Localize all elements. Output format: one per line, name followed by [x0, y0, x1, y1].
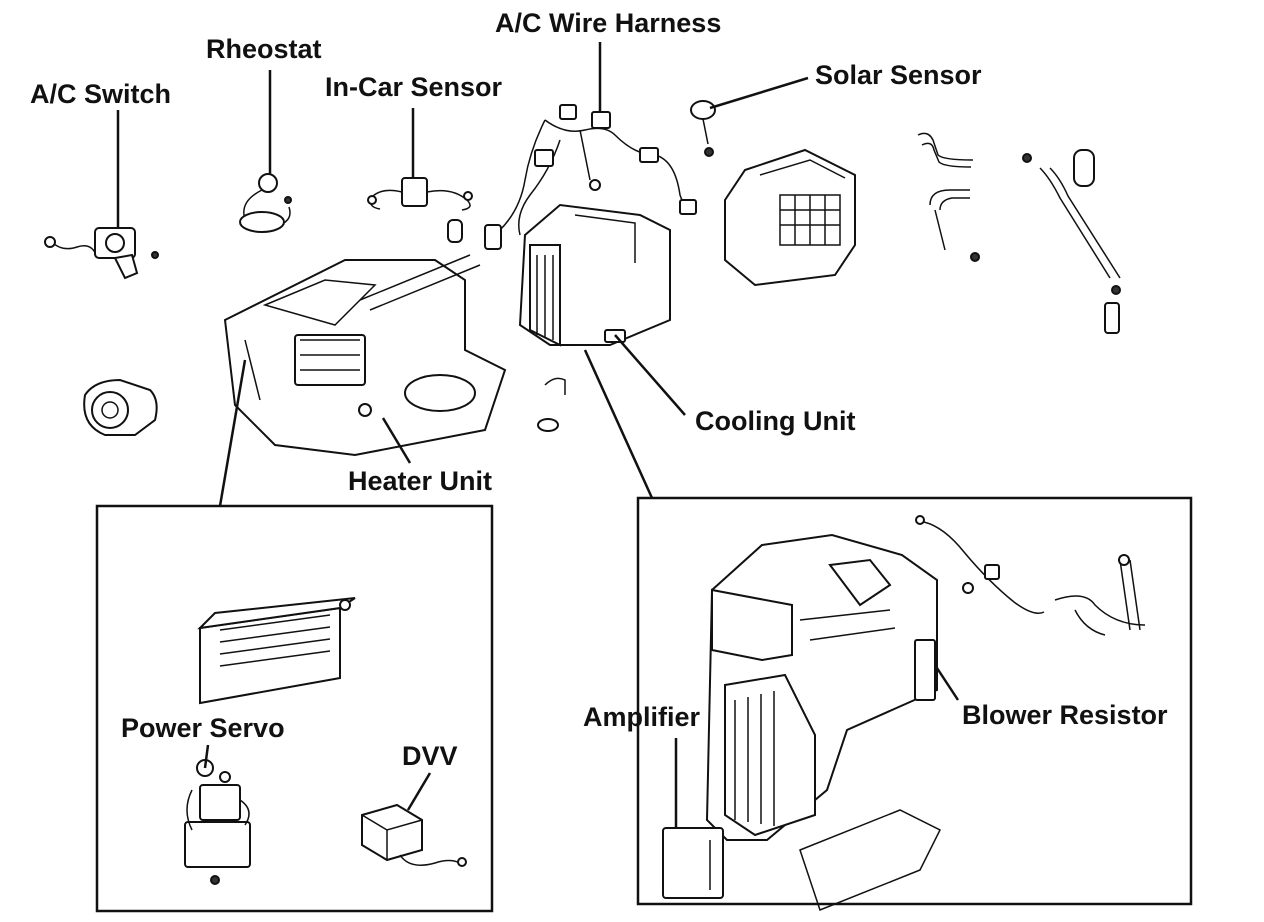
amplifier-part: [662, 827, 724, 899]
cooling-detail-leader: [583, 349, 654, 499]
blower-resistor-leader: [933, 664, 960, 701]
ac-switch-part: [44, 227, 159, 280]
solar-sensor-label: Solar Sensor: [815, 60, 982, 90]
dvv-part: [361, 803, 467, 867]
ac-wire-harness-part: [484, 104, 697, 250]
blower-unit-part: [724, 148, 856, 287]
power-servo-leader: [203, 744, 210, 769]
power-servo-label: Power Servo: [121, 713, 285, 743]
in-car-sensor-part: [367, 177, 473, 243]
cooling-detail-box: [636, 496, 1193, 906]
dvv-leader: [406, 772, 432, 811]
rheostat-part: [239, 173, 292, 233]
heater-detail-box: [95, 504, 494, 913]
thermistor-wire-part: [915, 515, 1146, 636]
solar-sensor-part: [690, 100, 716, 157]
amplifier-label: Amplifier: [583, 702, 701, 732]
in-car-sensor-label: In-Car Sensor: [325, 72, 503, 102]
fan-motor-part: [83, 378, 158, 436]
heater-core-part: [197, 597, 356, 705]
cooling-unit-detail-part: [705, 533, 942, 911]
blower-resistor-label: Blower Resistor: [962, 700, 1168, 730]
dvv-label: DVV: [402, 741, 458, 771]
heater-unit-label: Heater Unit: [348, 466, 492, 496]
cooling-unit-part: [518, 203, 671, 432]
cooling-unit-leader: [614, 334, 686, 416]
cooling-unit-label: Cooling Unit: [695, 406, 855, 436]
ac-wire-harness-label: A/C Wire Harness: [495, 8, 721, 38]
heater-unit-leader: [381, 417, 412, 464]
ac-switch-label: A/C Switch: [30, 79, 171, 109]
heater-detail-leader: [218, 359, 247, 507]
power-servo-part: [184, 759, 251, 885]
pipes-part: [917, 132, 1121, 334]
solar-sensor-leader: [709, 76, 809, 110]
rheostat-label: Rheostat: [206, 34, 322, 64]
heater-unit-part: [223, 254, 507, 457]
